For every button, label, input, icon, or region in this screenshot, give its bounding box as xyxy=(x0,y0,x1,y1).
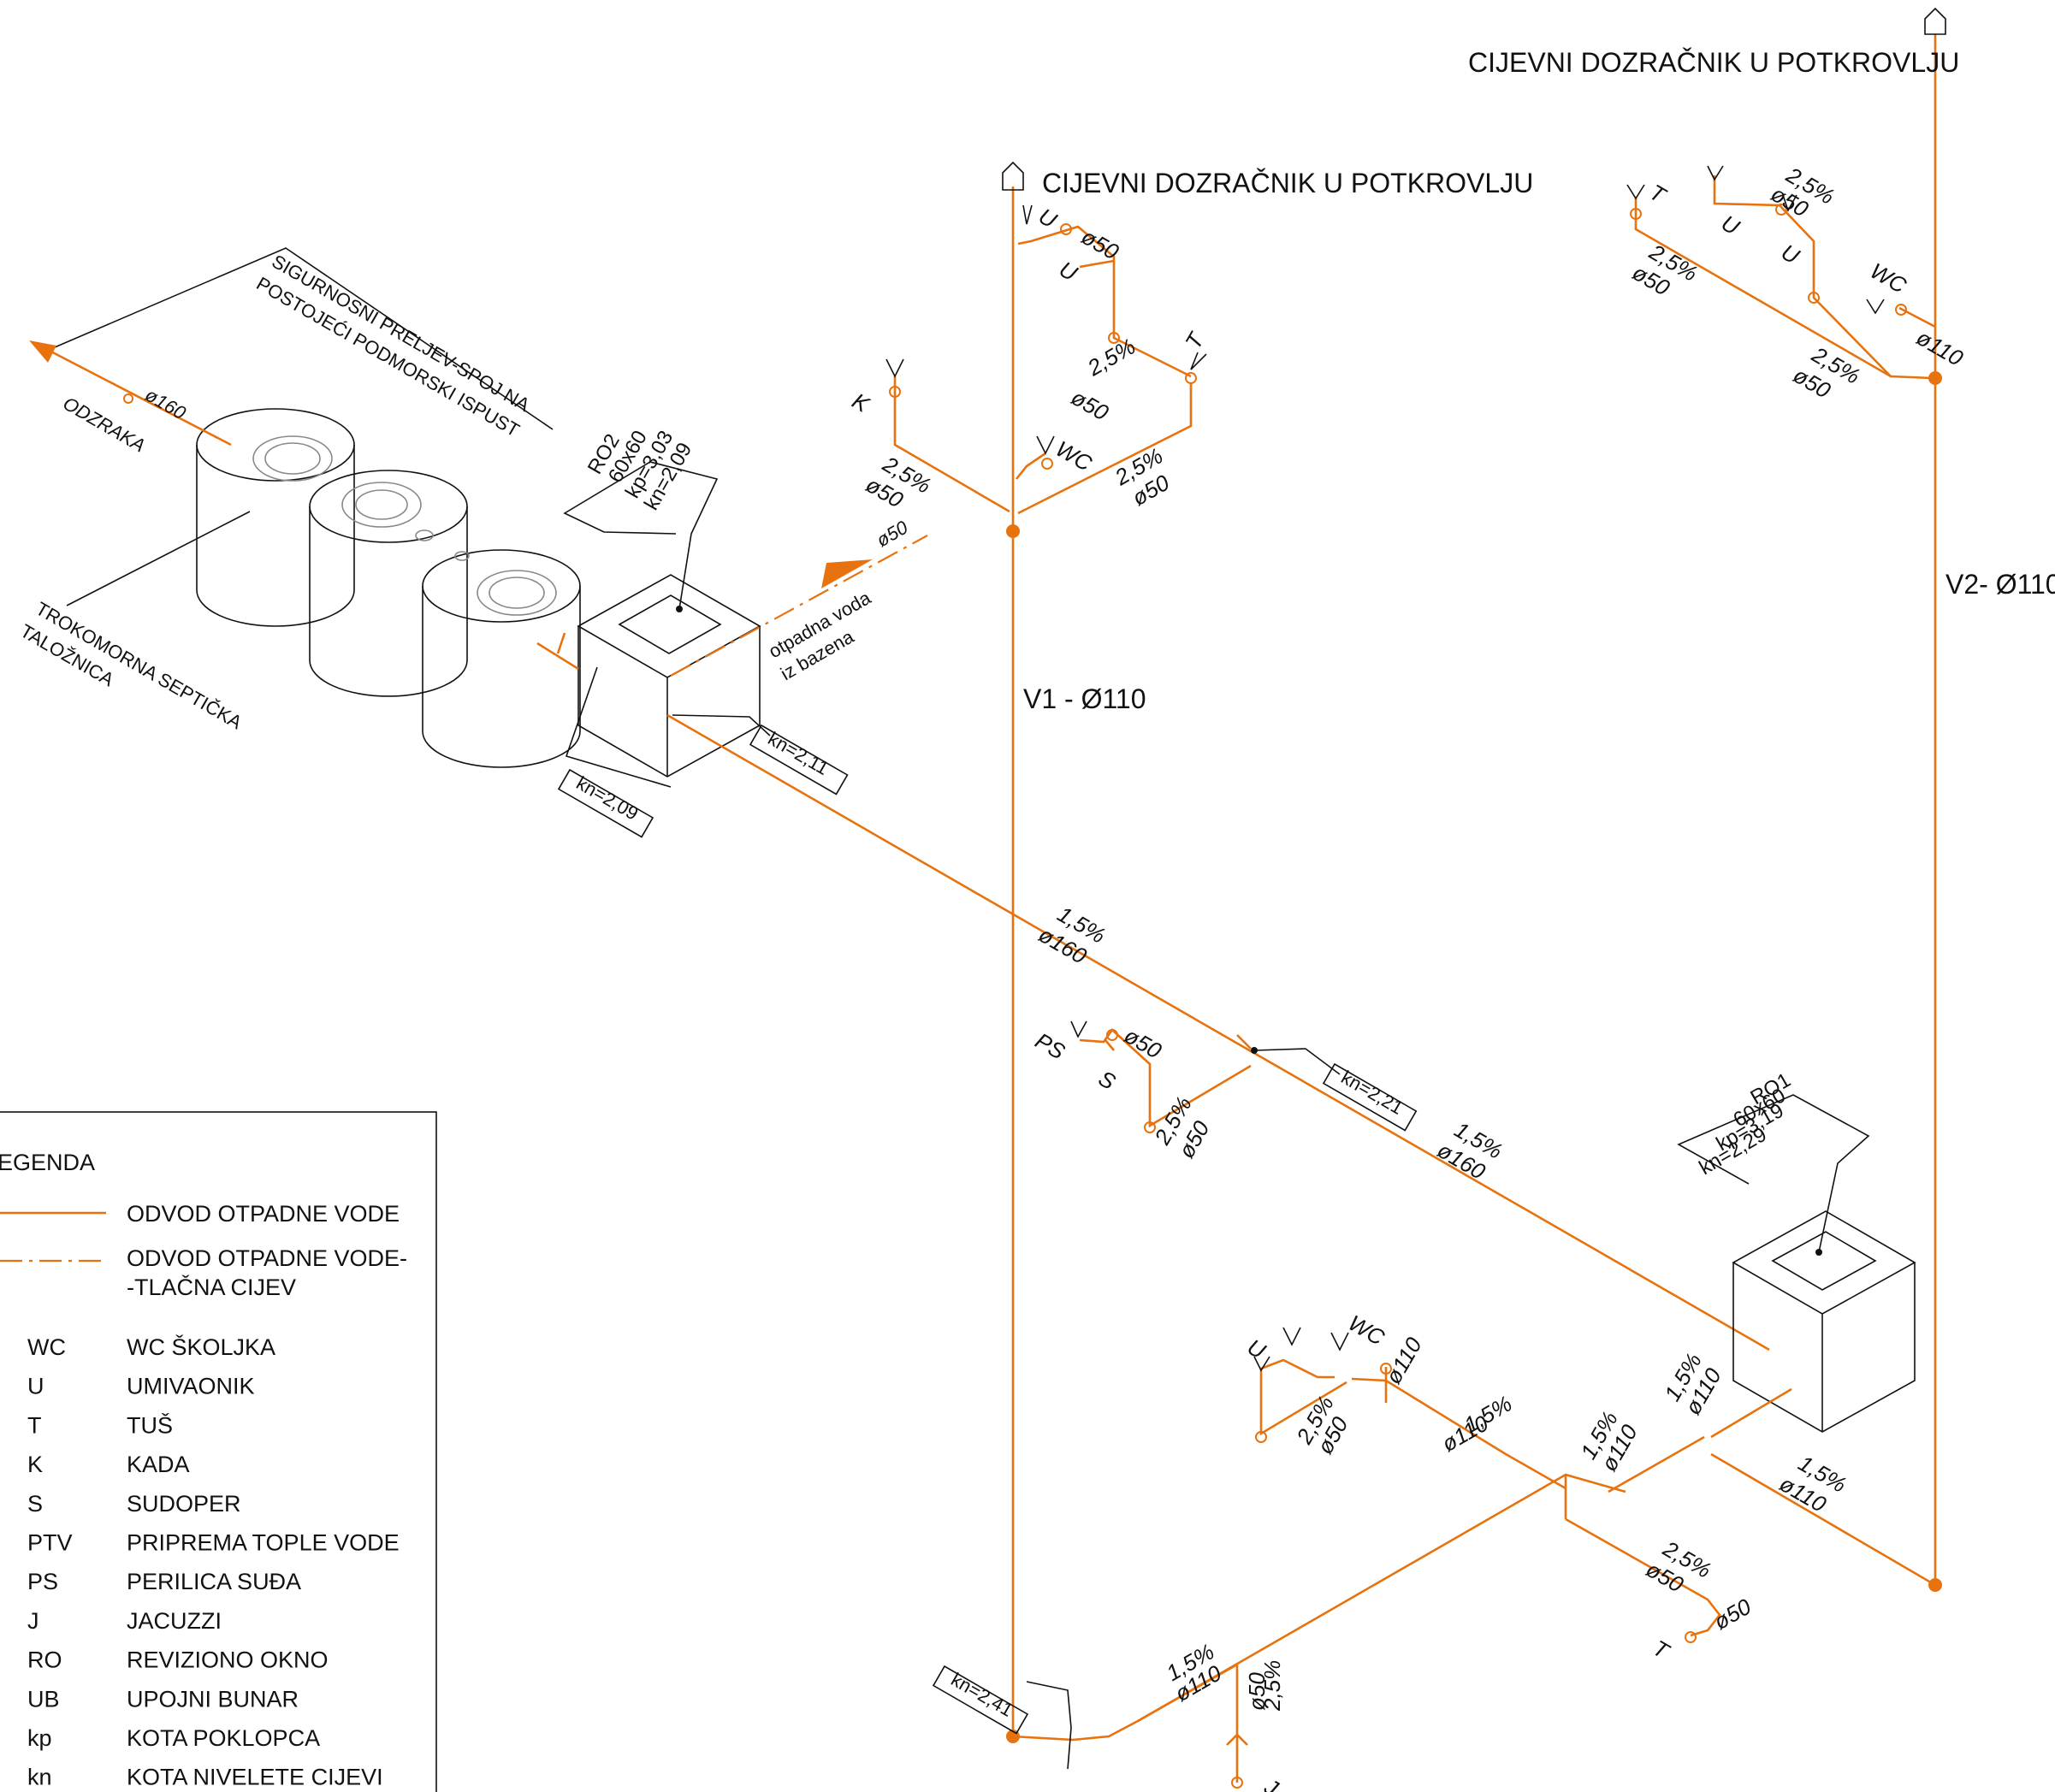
fixture-label-wc: WC xyxy=(1051,435,1097,476)
slope-label: 2,5% xyxy=(1259,1660,1285,1712)
legend-abbr: PS xyxy=(27,1569,58,1594)
trap-icon xyxy=(1630,204,1907,316)
fixture-label-u: U xyxy=(1717,210,1744,240)
fixture-label-u: U xyxy=(1055,256,1081,286)
legend-title: LEGENDA xyxy=(0,1150,95,1175)
legend-desc: WC ŠKOLJKA xyxy=(127,1334,275,1360)
v1-upper-branches: U U ø50 T K WC 2,5% ø50 2,5% ø50 2,5% ø5… xyxy=(848,203,1210,538)
outflow-arrow-icon xyxy=(29,340,56,363)
septic-tank: TROKOMORNA SEPTIČKA TALOŽNICA SIGURNOSNI… xyxy=(17,247,581,768)
legend-abbr: K xyxy=(27,1452,43,1477)
legend-abbr: kp xyxy=(27,1725,52,1751)
trap-icon xyxy=(889,223,1197,470)
legend-desc: JACUZZI xyxy=(127,1608,222,1634)
legend-desc: UPOJNI BUNAR xyxy=(127,1686,299,1712)
legend-desc: KOTA NIVELETE CIJEVI xyxy=(127,1765,383,1790)
legend-abbr: kn xyxy=(27,1765,52,1790)
legend-desc: PRIPREMA TOPLE VODE xyxy=(127,1530,400,1556)
legend: LEGENDA ODVOD OTPADNE VODE ODVOD OTPADNE… xyxy=(0,1111,437,1792)
fixture-label-wc: WC xyxy=(1344,1310,1389,1351)
fixture-label-k: K xyxy=(848,387,874,417)
vent-label-v1: CIJEVNI DOZRAČNIK U POTKROVLJU xyxy=(1042,168,1533,198)
fixture-label-u: U xyxy=(1034,203,1061,233)
legend-desc: PERILICA SUĐA xyxy=(127,1569,301,1594)
pipe-diameter-label: ø50 xyxy=(1077,223,1123,265)
fixture-label-t: T xyxy=(1649,1635,1675,1665)
fixture-label-s: S xyxy=(1094,1065,1121,1095)
legend-abbr: U xyxy=(27,1374,44,1399)
overflow-label-line2: POSTOJEĆI PODMORSKI ISPUST xyxy=(253,273,524,441)
legend-abbr: PTV xyxy=(27,1530,73,1556)
vent-label-v2: CIJEVNI DOZRAČNIK U POTKROVLJU xyxy=(1468,47,1959,78)
v2-upper-branches: T U U WC 2,5% ø50 2,5% ø50 2,5% ø50 ø110 xyxy=(1626,162,1968,404)
fixture-label-t: T xyxy=(1645,179,1672,209)
fixture-label-u: U xyxy=(1243,1334,1270,1363)
legend-desc: KOTA POKLOPCA xyxy=(127,1725,320,1751)
slope-label: 2,5% xyxy=(1082,334,1140,381)
fixture-cup-icon xyxy=(1626,165,1885,315)
fixture-label-ps: PS xyxy=(1031,1027,1070,1065)
stack-label-v2: V2- Ø110 xyxy=(1945,569,2055,600)
junction-node-v2 xyxy=(1928,371,1942,385)
vent-cap-icon-v2 xyxy=(1924,7,1946,35)
fixture-label-u: U xyxy=(1777,239,1803,269)
legend-abbr: WC xyxy=(27,1334,66,1360)
legend-abbr: T xyxy=(27,1412,42,1438)
overflow-label-line1: SIGURNOSNI PRELJEV-SPOJ NA xyxy=(269,251,534,417)
legend-desc: SUDOPER xyxy=(127,1491,241,1517)
fixture-label-wc: WC xyxy=(1866,257,1911,299)
legend-line-solid: ODVOD OTPADNE VODE xyxy=(127,1201,400,1227)
pipe-diameter-label: ø50 xyxy=(1120,1022,1166,1064)
legend-items: WC WC ŠKOLJKA U UMIVAONIK T TUŠ K KADA S SUDOPER P… xyxy=(27,1334,400,1790)
legend-line-dash-2: -TLAČNA CIJEV xyxy=(127,1274,296,1300)
legend-abbr: UB xyxy=(27,1686,60,1712)
odzraka-label: ODZRAKA xyxy=(60,393,150,457)
fixture-cup-icon xyxy=(885,204,1207,455)
main-collector-pipe xyxy=(666,713,1770,1351)
pipe-diameter-label: ø110 xyxy=(1380,1333,1427,1388)
kn-tag-211: kn=2,11 xyxy=(765,728,832,779)
legend-desc: TUŠ xyxy=(127,1411,173,1438)
stack-label-v1: V1 - Ø110 xyxy=(1023,683,1146,714)
legend-abbr: RO xyxy=(27,1647,62,1673)
pool-arrow-icon xyxy=(821,559,873,588)
legend-desc: KADA xyxy=(127,1452,190,1477)
pool-diameter: ø50 xyxy=(873,516,912,551)
legend-abbr: J xyxy=(27,1608,39,1634)
fixture-label-j: J xyxy=(1259,1773,1283,1792)
legend-line-dash-1: ODVOD OTPADNE VODE- xyxy=(127,1245,407,1271)
legend-abbr: S xyxy=(27,1491,43,1517)
fixture-label-t: T xyxy=(1180,327,1210,353)
outflow-diameter-label: ø160 xyxy=(142,384,191,424)
pipe-diameter-label: ø110 xyxy=(1912,324,1968,371)
pipe-diameter-label: ø50 xyxy=(1709,1594,1756,1635)
lower-branches: U WC T J ø110 2,5% ø50 1,5% ø110 1,5% ø1… xyxy=(932,1310,1942,1792)
kitchen-branch: PS S ø50 2,5% ø50 kn=2,21 xyxy=(1031,1020,1418,1162)
pipe-diameter-label: ø50 xyxy=(1244,1672,1270,1711)
legend-desc: REVIZIONO OKNO xyxy=(127,1647,329,1673)
pipe-diameter-label: ø50 xyxy=(1067,384,1113,426)
legend-desc: UMIVAONIK xyxy=(127,1374,255,1399)
junction-node-v1 xyxy=(1006,524,1020,538)
vent-cap-icon-v1 xyxy=(1002,161,1024,191)
